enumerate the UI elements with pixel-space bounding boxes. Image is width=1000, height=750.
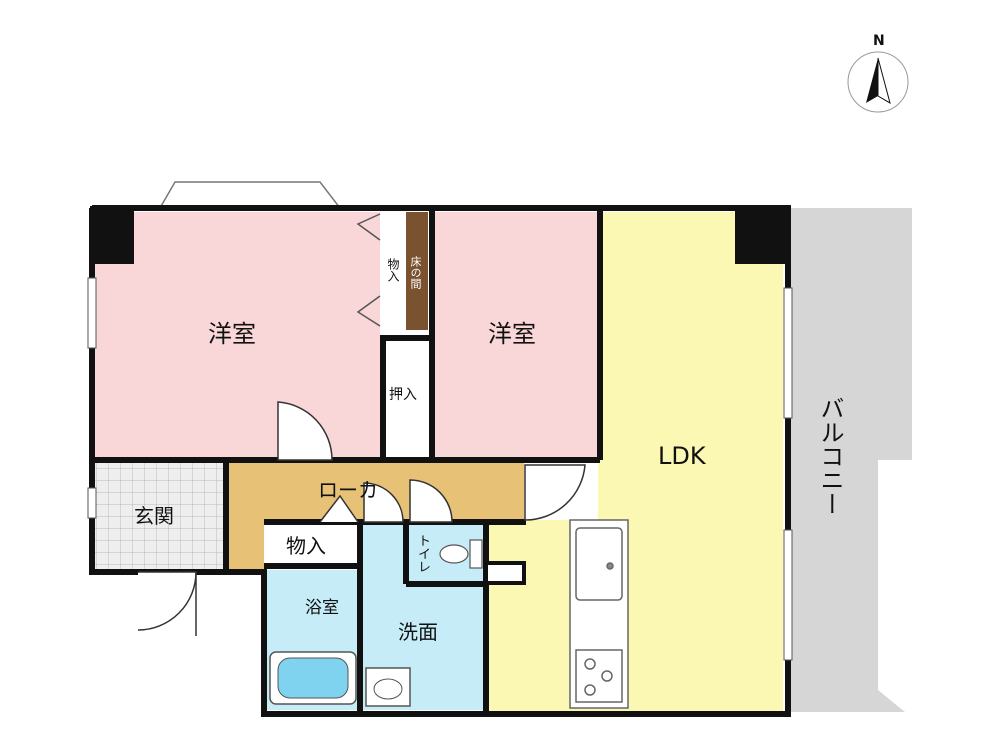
pipe-space [484,561,526,585]
kitchen-counter [569,519,629,709]
closet-doors [356,213,381,327]
room-label-ldk: LDK [658,442,706,470]
room-label-entrance: 玄関 [134,504,174,528]
ldk-floor [598,212,783,711]
room-label-western-2: 洋室 [488,320,536,348]
room-label-tokonoma: 床の間 [409,256,422,289]
compass-north-label: N [873,33,885,49]
window [87,277,97,349]
bathtub [269,651,357,705]
western-room-2-floor [432,212,598,459]
walls [89,205,791,717]
window [783,529,793,661]
washbasin [365,667,411,707]
compass-rose-icon [847,51,909,113]
window [783,287,793,419]
column [90,206,134,264]
room-label-balcony: バルコニー [816,396,844,516]
room-label-storage-closet: 物入 [386,258,400,282]
room-label-bathroom: 浴室 [305,598,339,618]
toilet-fixture [439,539,483,569]
room-label-oshiire: 押入 [389,387,417,403]
entrance-floor [95,462,226,570]
tokonoma-floor [406,212,428,330]
western-room-1-floor [95,212,380,459]
bay-window [158,181,342,209]
doors [137,401,586,636]
room-label-washroom: 洗面 [398,620,438,644]
column [735,206,787,264]
room-label-western-1: 洋室 [208,320,256,348]
balcony-area [788,208,912,712]
room-label-toilet: トイレ [415,534,430,573]
hallway-floor-2 [228,515,264,570]
window [87,487,97,519]
storage-closet-floor [386,342,430,457]
storage-hall-floor [266,525,358,565]
room-label-storage-hall: 物入 [286,534,326,558]
room-label-hallway: ローカ [318,478,378,502]
